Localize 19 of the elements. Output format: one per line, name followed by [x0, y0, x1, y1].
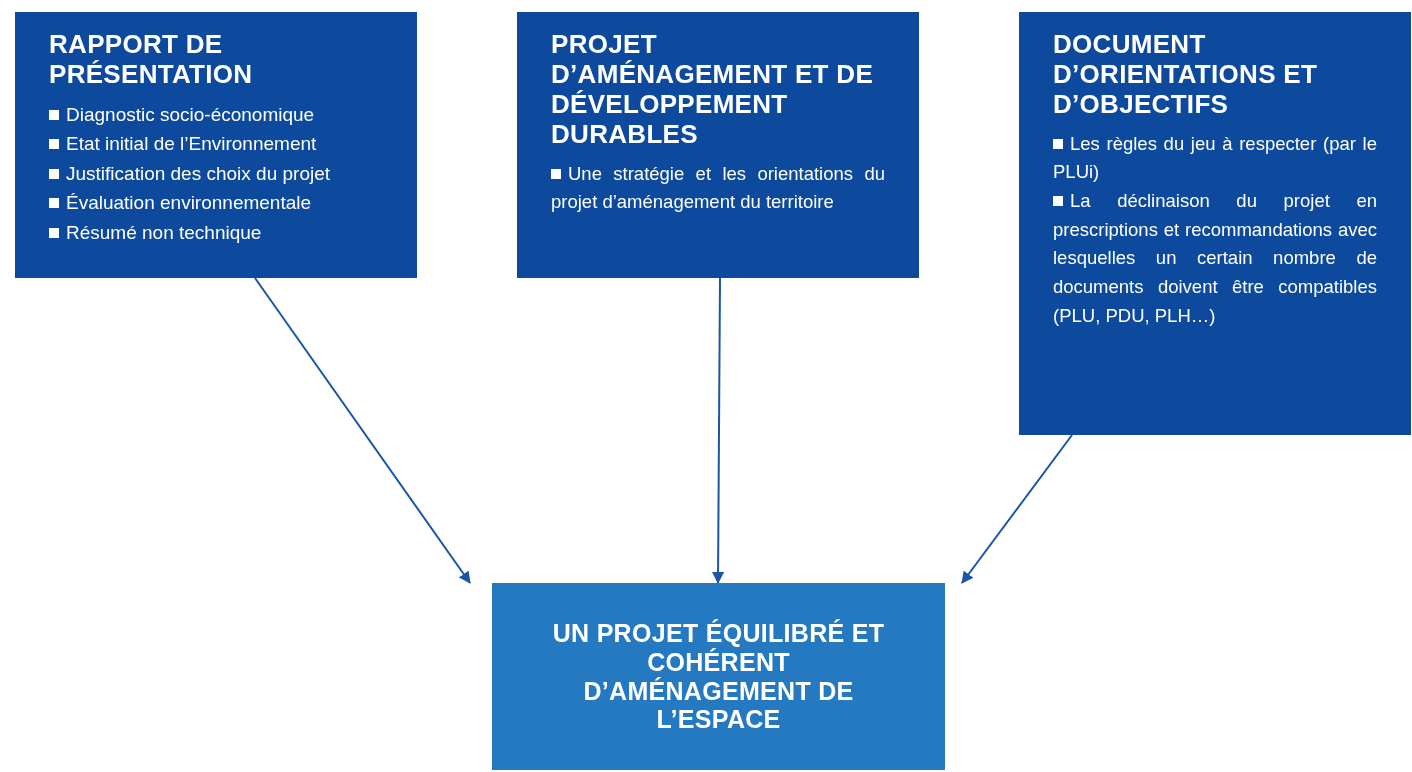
- section-box: [517, 12, 919, 278]
- bullet-item: La déclinaison du projet en prescriptions et recommandations avec lesquelles un certain nombre de documents doivent être compatibles (PLU, PDU, PLH…): [1053, 187, 1377, 331]
- bullet-item: Justification des choix du projet: [49, 158, 383, 189]
- bullet-item: Diagnostic socio-économique: [49, 99, 383, 130]
- bullet-item: Les règles du jeu à respecter (par le PLUi): [1053, 129, 1377, 187]
- bullet-item: Résumé non technique: [49, 217, 383, 247]
- bullet-item: Etat initial de l’Environnement: [49, 129, 383, 159]
- section-box: [1019, 12, 1411, 435]
- arrow: [254, 277, 471, 584]
- box-heading: RAPPORT DE PRÉSENTATION: [49, 30, 254, 90]
- box-heading: PROJET D’AMÉNAGEMENT ET DE DÉVELOPPEMENT DURABLES: [551, 30, 875, 150]
- bullet-item: Une stratégie et les orientations du projet d’aménagement du territoire: [551, 159, 885, 217]
- box-heading: DOCUMENT D’ORIENTATIONS ET D’OBJECTIFS: [1053, 30, 1319, 120]
- section-box: [15, 12, 417, 278]
- box-heading: UN PROJET ÉQUILIBRÉ ET COHÉRENT D’AMÉNAGEMENT DE L’ESPACE: [551, 619, 886, 734]
- arrow: [712, 277, 725, 584]
- arrow: [961, 434, 1073, 584]
- bullet-item: Évaluation environnementale: [49, 188, 383, 218]
- result-box: [492, 583, 945, 770]
